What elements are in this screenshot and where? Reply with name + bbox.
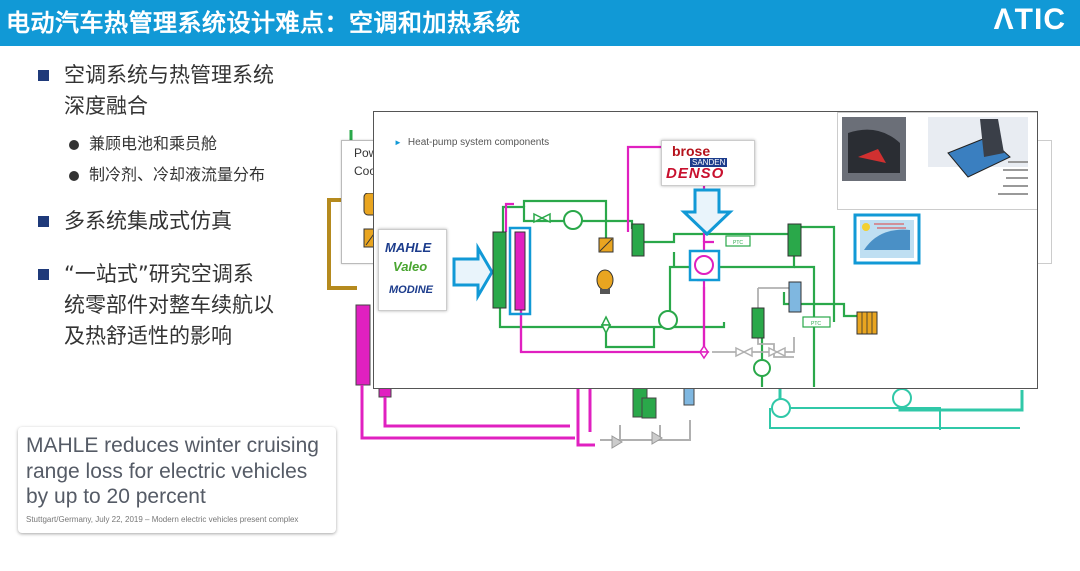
brose-logo: brose bbox=[672, 143, 711, 159]
news-card: MAHLE reduces winter cruising range loss… bbox=[18, 427, 336, 533]
sub-bullet-2: 制冷剂、冷却液流量分布 bbox=[69, 163, 265, 187]
bullet-text: “一站式”研究空调系 bbox=[64, 262, 254, 286]
bullet-text: 空调系统与热管理系统 bbox=[64, 63, 274, 87]
mahle-logo: MAHLE bbox=[385, 240, 432, 255]
sub-bullet-text: 制冷剂、冷却液流量分布 bbox=[89, 165, 266, 184]
panel-text: Coo bbox=[354, 164, 377, 178]
bullet-item-2: 多系统集成式仿真 bbox=[36, 206, 232, 237]
atic-logo: ΛTIC bbox=[993, 3, 1066, 36]
news-headline: MAHLE reduces winter cruising range loss… bbox=[26, 434, 319, 508]
circle-bullet-icon bbox=[69, 171, 79, 181]
heat-pump-diagram: ► Heat-pump system components bbox=[373, 111, 1038, 389]
supplier-logos-box-top: brose SANDEN DENSO bbox=[661, 140, 755, 186]
square-bullet-icon bbox=[38, 216, 49, 227]
bullet-item-3: “一站式”研究空调系 统零部件对整车续航以 及热舒适性的影响 bbox=[36, 259, 274, 352]
square-bullet-icon bbox=[38, 269, 49, 280]
news-snippet: Stuttgart/Germany, July 22, 2019 – Moder… bbox=[26, 515, 299, 524]
modine-logo: MODINE bbox=[389, 284, 433, 296]
bullet-item-1: 空调系统与热管理系统 深度融合 bbox=[36, 60, 274, 122]
sub-bullet-text: 兼顾电池和乘员舱 bbox=[89, 134, 218, 153]
valeo-logo: Valeo bbox=[393, 259, 428, 274]
circle-bullet-icon bbox=[69, 140, 79, 150]
denso-logo: DENSO bbox=[666, 165, 725, 182]
caption-text: Heat-pump system components bbox=[407, 137, 550, 148]
panel-text: Pow bbox=[354, 146, 378, 160]
bullet-text: 多系统集成式仿真 bbox=[64, 209, 232, 233]
ptc-label: PTC bbox=[733, 240, 743, 246]
sanden-logo: SANDEN bbox=[690, 158, 728, 167]
sub-bullet-1: 兼顾电池和乘员舱 bbox=[69, 132, 217, 156]
slide-title: 电动汽车热管理系统设计难点：空调和加热系统 bbox=[6, 9, 521, 37]
bullet-text: 深度融合 bbox=[64, 94, 148, 118]
square-bullet-icon bbox=[38, 70, 49, 81]
bullet-text: 统零部件对整车续航以 bbox=[64, 293, 274, 317]
bullet-text: 及热舒适性的影响 bbox=[64, 324, 232, 348]
supplier-logos-box: MAHLE Valeo MODINE bbox=[378, 229, 447, 311]
diagram-caption: ► Heat-pump system components bbox=[394, 137, 549, 148]
seat-heating-image bbox=[837, 112, 1037, 210]
title-bar: 电动汽车热管理系统设计难点：空调和加热系统 ΛTIC bbox=[0, 0, 1080, 46]
triangle-bullet-icon: ► bbox=[394, 138, 402, 147]
ptc-label: PTC bbox=[811, 321, 821, 327]
car-interior-image bbox=[842, 117, 1028, 195]
